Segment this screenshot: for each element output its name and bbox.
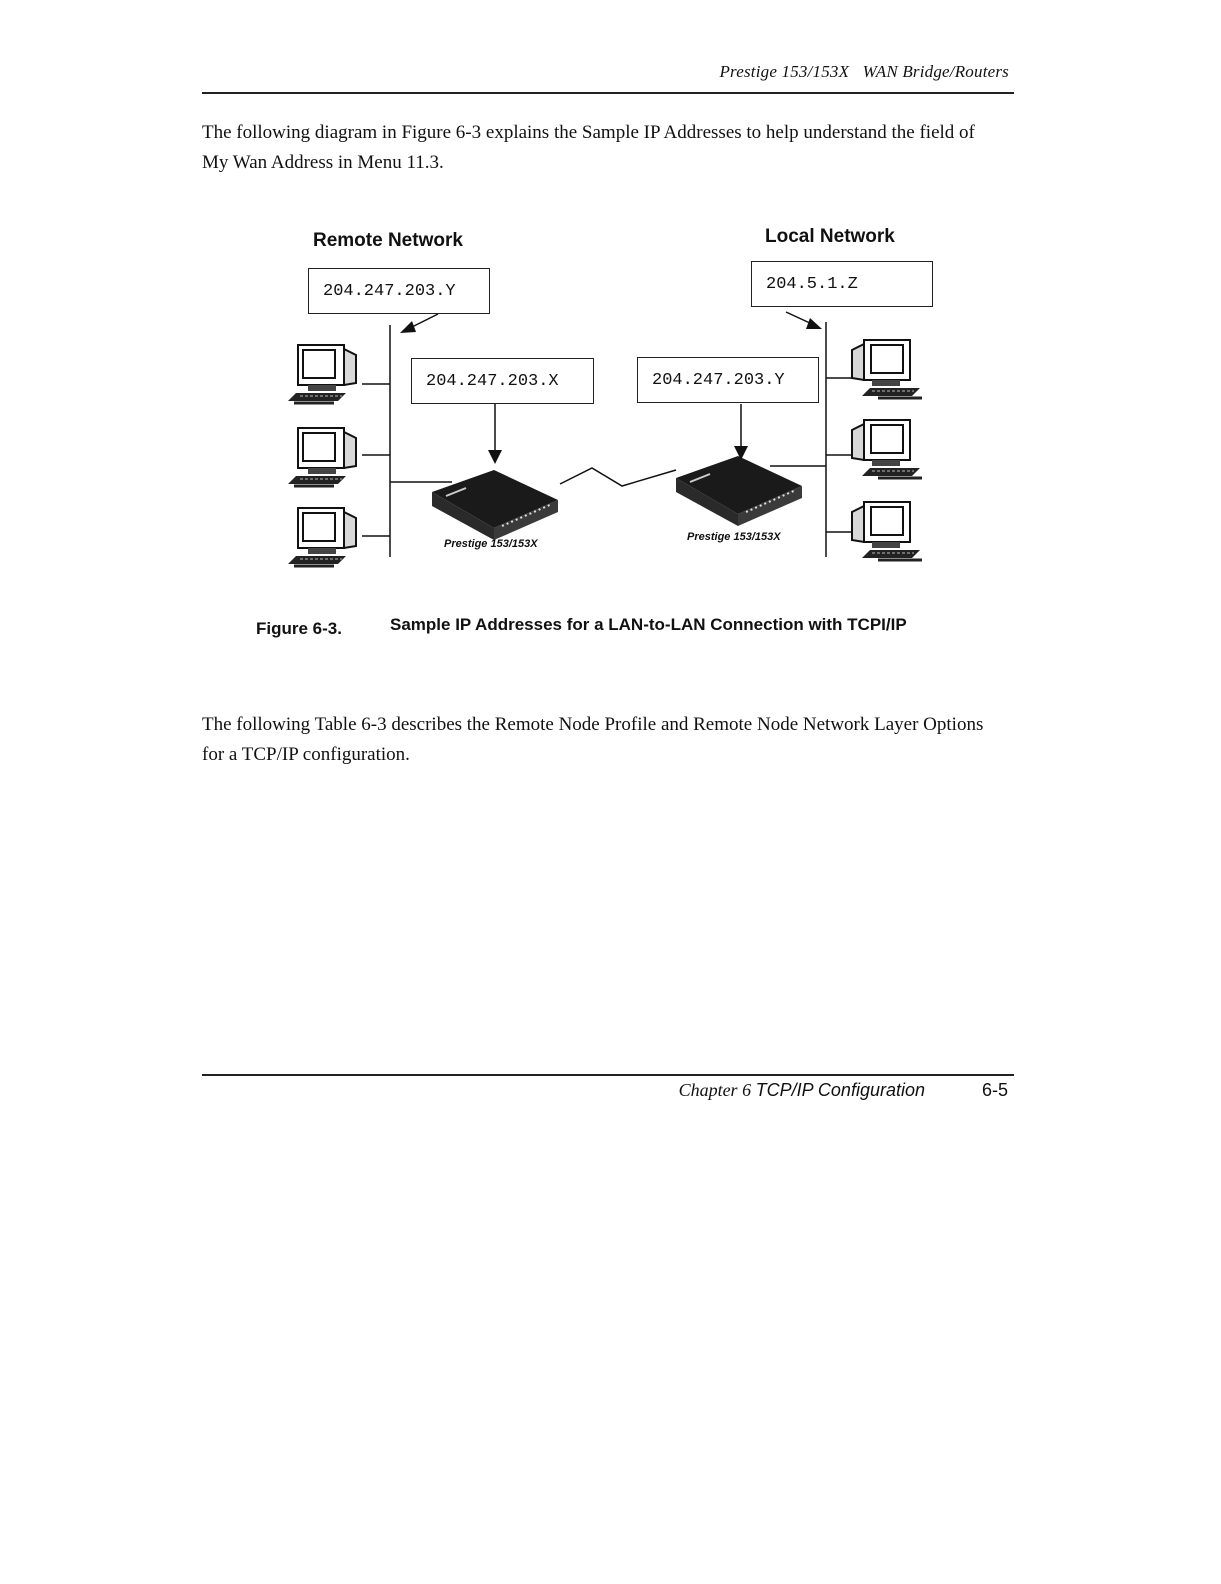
footer-chapter-prefix: Chapter 6	[678, 1080, 756, 1100]
remote-lan-ip-box: 204.247.203.Y	[308, 268, 490, 314]
figure-caption-number: Figure 6-3.	[256, 619, 342, 638]
network-diagram	[286, 311, 924, 568]
footer-chapter: Chapter 6 TCP/IP Configuration	[679, 1080, 925, 1101]
local-router-label: Prestige 153/153X	[687, 531, 781, 543]
footer-rule	[202, 1074, 1014, 1076]
remote-router-label: Prestige 153/153X	[444, 538, 538, 550]
footer-page-number: 6-5	[982, 1080, 1009, 1100]
local-network-label: Local Network	[765, 226, 895, 247]
local-router-wan-ip-box: 204.247.203.Y	[637, 357, 819, 403]
remote-router-wan-ip-box: 204.247.203.X	[411, 358, 594, 404]
running-header: Prestige 153/153X WAN Bridge/Routers	[719, 62, 1009, 81]
second-paragraph: The following Table 6-3 describes the Re…	[202, 714, 984, 765]
figure-caption-text: Sample IP Addresses for a LAN-to-LAN Con…	[390, 615, 907, 634]
intro-paragraph: The following diagram in Figure 6-3 expl…	[202, 122, 975, 173]
local-lan-ip-box: 204.5.1.Z	[751, 261, 933, 307]
header-rule	[202, 92, 1014, 94]
remote-network-label: Remote Network	[313, 230, 463, 251]
footer-chapter-title: TCP/IP Configuration	[755, 1080, 925, 1100]
